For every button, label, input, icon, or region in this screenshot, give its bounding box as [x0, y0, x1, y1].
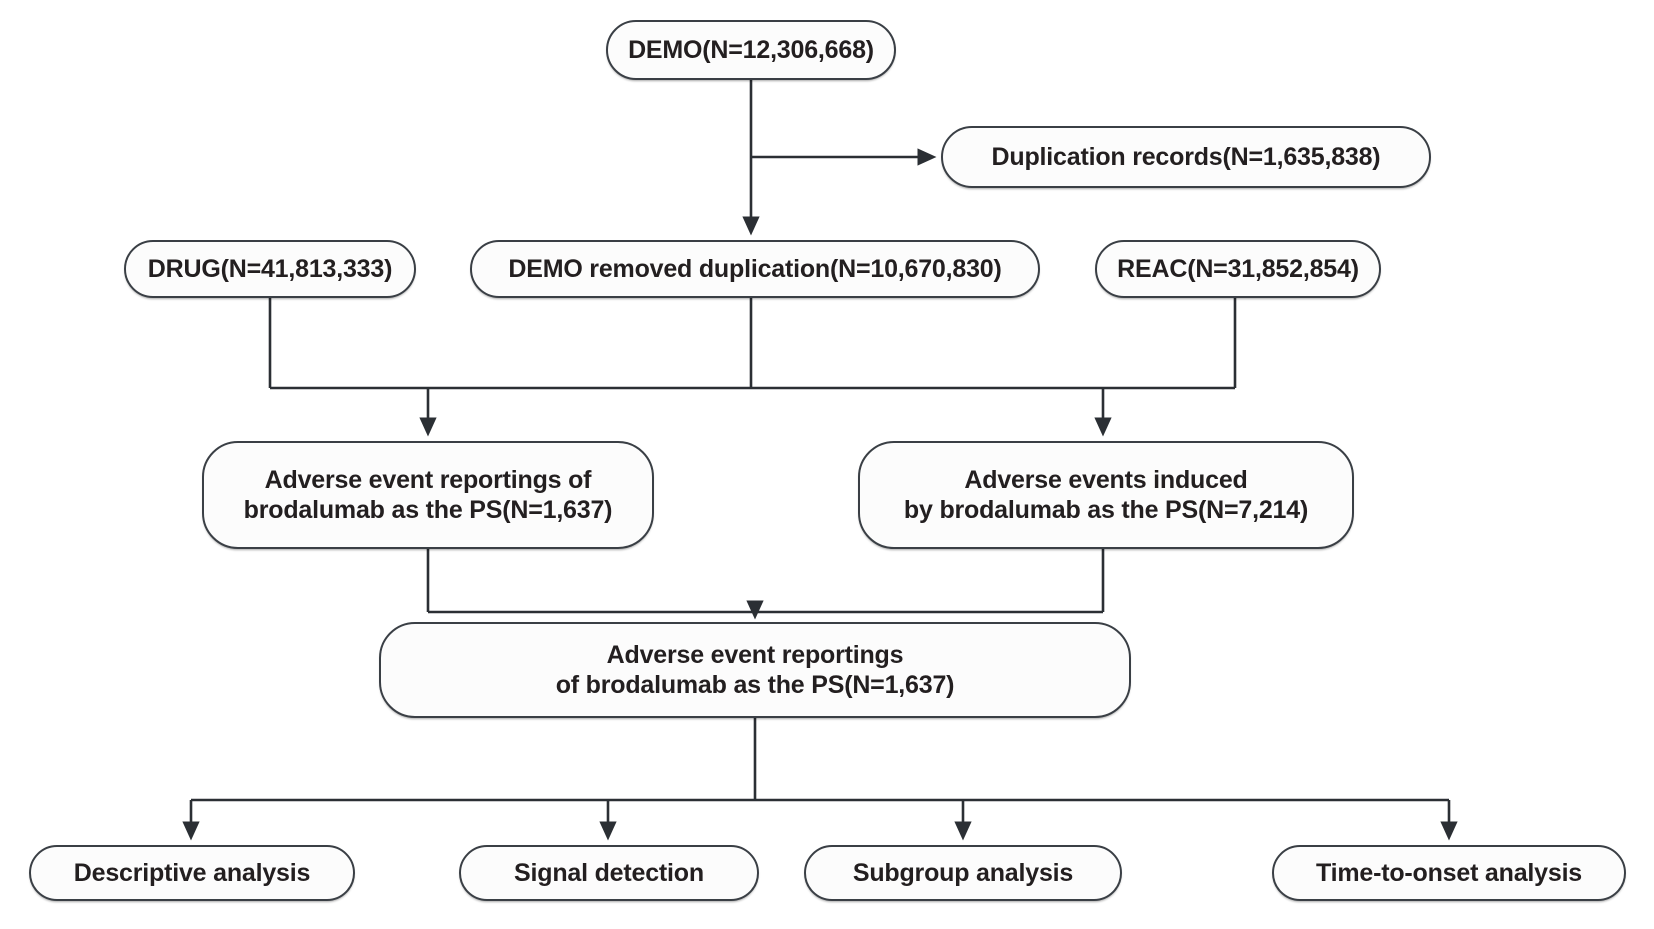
node-descriptive-analysis[interactable]: Descriptive analysis	[29, 845, 355, 901]
node-adverse-events-induced-brodalumab[interactable]: Adverse events induced by brodalumab as …	[858, 441, 1354, 549]
node-demo-removed-duplication[interactable]: DEMO removed duplication(N=10,670,830)	[470, 240, 1040, 298]
node-time-to-onset-analysis[interactable]: Time-to-onset analysis	[1272, 845, 1626, 901]
node-duplication-records[interactable]: Duplication records(N=1,635,838)	[941, 126, 1431, 188]
node-drug[interactable]: DRUG(N=41,813,333)	[124, 240, 416, 298]
node-demo[interactable]: DEMO(N=12,306,668)	[606, 20, 896, 80]
node-adverse-event-reportings-brodalumab[interactable]: Adverse event reportings of brodalumab a…	[202, 441, 654, 549]
node-reac[interactable]: REAC(N=31,852,854)	[1095, 240, 1381, 298]
node-signal-detection[interactable]: Signal detection	[459, 845, 759, 901]
node-subgroup-analysis[interactable]: Subgroup analysis	[804, 845, 1122, 901]
node-final-adverse-event-reportings[interactable]: Adverse event reportings of brodalumab a…	[379, 622, 1131, 718]
